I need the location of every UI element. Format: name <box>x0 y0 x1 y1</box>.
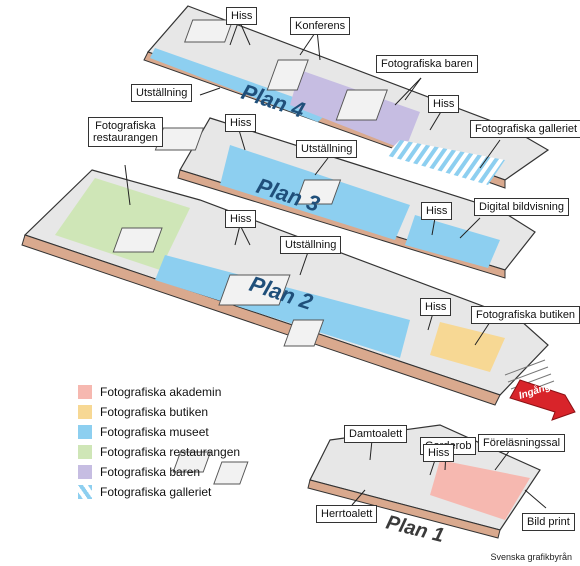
callout-hiss-plan2: Hiss <box>225 210 257 228</box>
callout-restaurangen-line2: restaurangen <box>93 132 158 144</box>
legend: Fotografiska akademin Fotografiska butik… <box>78 382 240 502</box>
callout-herrtoalett: Herrtoalett <box>316 505 378 523</box>
callout-damtoalett: Damtoalett <box>344 425 408 443</box>
callout-utstallning-plan4: Utställning <box>131 84 193 102</box>
legend-swatch-restaurangen <box>78 445 92 459</box>
legend-item-butiken: Fotografiska butiken <box>78 402 240 422</box>
museum-area-plan2 <box>155 255 410 358</box>
callout-hiss-plan4: Hiss <box>226 7 258 25</box>
entrance-arrow: Ingång <box>509 379 576 421</box>
legend-swatch-butiken <box>78 405 92 419</box>
callout-digital-bildvisning: Digital bildvisning <box>474 198 569 216</box>
legend-item-restaurangen: Fotografiska restaurangen <box>78 442 240 462</box>
legend-swatch-baren <box>78 465 92 479</box>
museum-area-plan4 <box>150 48 330 122</box>
legend-swatch-galleriet <box>78 485 92 499</box>
callout-konferens: Konferens <box>290 17 351 35</box>
academy-area-plan1 <box>430 460 530 520</box>
callout-restaurangen-line1: Fotografiska <box>95 120 156 132</box>
legend-label: Fotografiska museet <box>100 425 209 439</box>
legend-label: Fotografiska baren <box>100 465 201 479</box>
floor-plan-2: Plan 2 Ingång <box>21 169 576 421</box>
legend-label: Fotografiska galleriet <box>100 485 212 499</box>
legend-item-galleriet: Fotografiska galleriet <box>78 482 240 502</box>
floor-plan-4: Plan 4 <box>143 5 550 189</box>
legend-label: Fotografiska restaurangen <box>100 445 241 459</box>
legend-label: Fotografiska butiken <box>100 405 209 419</box>
callout-utstallning-plan3: Utställning <box>296 140 358 158</box>
callout-hiss-plan3: Hiss <box>225 114 257 132</box>
legend-item-akademin: Fotografiska akademin <box>78 382 240 402</box>
shop-area-plan2 <box>430 322 505 372</box>
restaurant-area-plan2 <box>55 178 190 270</box>
legend-item-baren: Fotografiska baren <box>78 462 240 482</box>
credit: Svenska grafikbyrån <box>490 552 572 562</box>
gallery-area-plan4 <box>385 140 505 185</box>
legend-swatch-akademin <box>78 385 92 399</box>
legend-label: Fotografiska akademin <box>100 385 222 399</box>
digital-area-plan3 <box>405 215 500 268</box>
legend-swatch-museet <box>78 425 92 439</box>
callout-leaders <box>124 19 547 509</box>
callout-hiss-plan4b: Hiss <box>428 95 460 113</box>
callout-forelasningssal: Föreläsningssal <box>478 434 566 452</box>
callout-fotografiska-butiken: Fotografiska butiken <box>471 306 580 324</box>
floor-plan-3: Plan 3 <box>154 117 536 279</box>
callout-hiss-plan1: Hiss <box>423 444 455 462</box>
callout-fotografiska-galleriet: Fotografiska galleriet <box>470 120 580 138</box>
callout-hiss-plan2b: Hiss <box>420 298 452 316</box>
callout-fotografiska-restaurangen: Fotografiska restaurangen <box>88 117 163 147</box>
callout-hiss-plan3b: Hiss <box>421 202 453 220</box>
callout-utstallning-plan2: Utställning <box>280 236 342 254</box>
callout-bild-print: Bild print <box>522 513 575 531</box>
callout-fotografiska-baren: Fotografiska baren <box>376 55 478 73</box>
legend-item-museet: Fotografiska museet <box>78 422 240 442</box>
